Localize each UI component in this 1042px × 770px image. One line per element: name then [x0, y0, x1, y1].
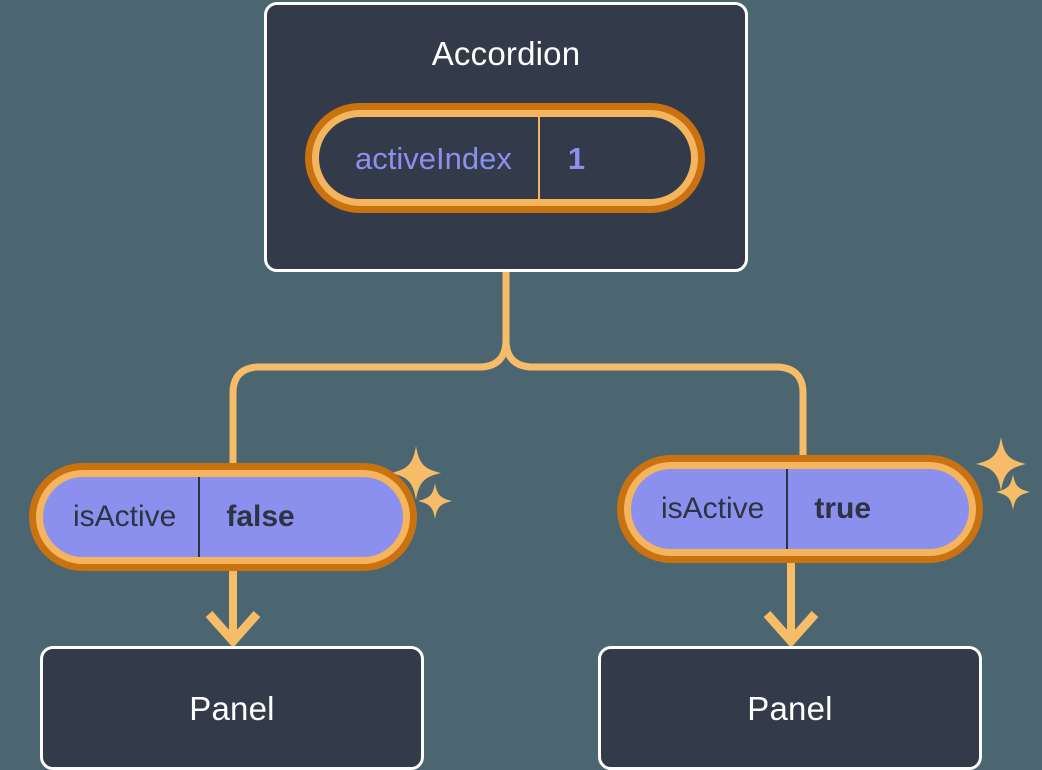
state-value-is-active-right: true — [786, 469, 905, 549]
state-key-is-active-left: isActive — [73, 500, 177, 533]
state-value-active-index: 1 — [537, 117, 623, 199]
panel-component-left[interactable]: Panel — [40, 646, 424, 770]
panel-title-left: Panel — [189, 689, 275, 727]
sparkle-icon-right-branch — [976, 437, 1030, 510]
state-pill-is-active-left[interactable]: isActive false — [36, 470, 410, 564]
panel-title-right: Panel — [747, 689, 833, 727]
wire-to-left-branch — [229, 268, 510, 474]
accordion-title: Accordion — [431, 35, 581, 72]
state-pill-active-index[interactable]: activeIndex 1 — [312, 110, 698, 206]
state-pill-is-active-right[interactable]: isActive true — [624, 462, 976, 556]
panel-component-right[interactable]: Panel — [598, 646, 982, 770]
arrow-down-icon-right — [763, 558, 819, 648]
arrow-down-icon-left — [205, 566, 261, 648]
state-key-active-index: activeIndex — [355, 140, 512, 176]
state-value-is-active-left: false — [198, 477, 328, 557]
wire-to-right-branch — [502, 268, 807, 466]
state-key-is-active-right: isActive — [661, 492, 765, 525]
